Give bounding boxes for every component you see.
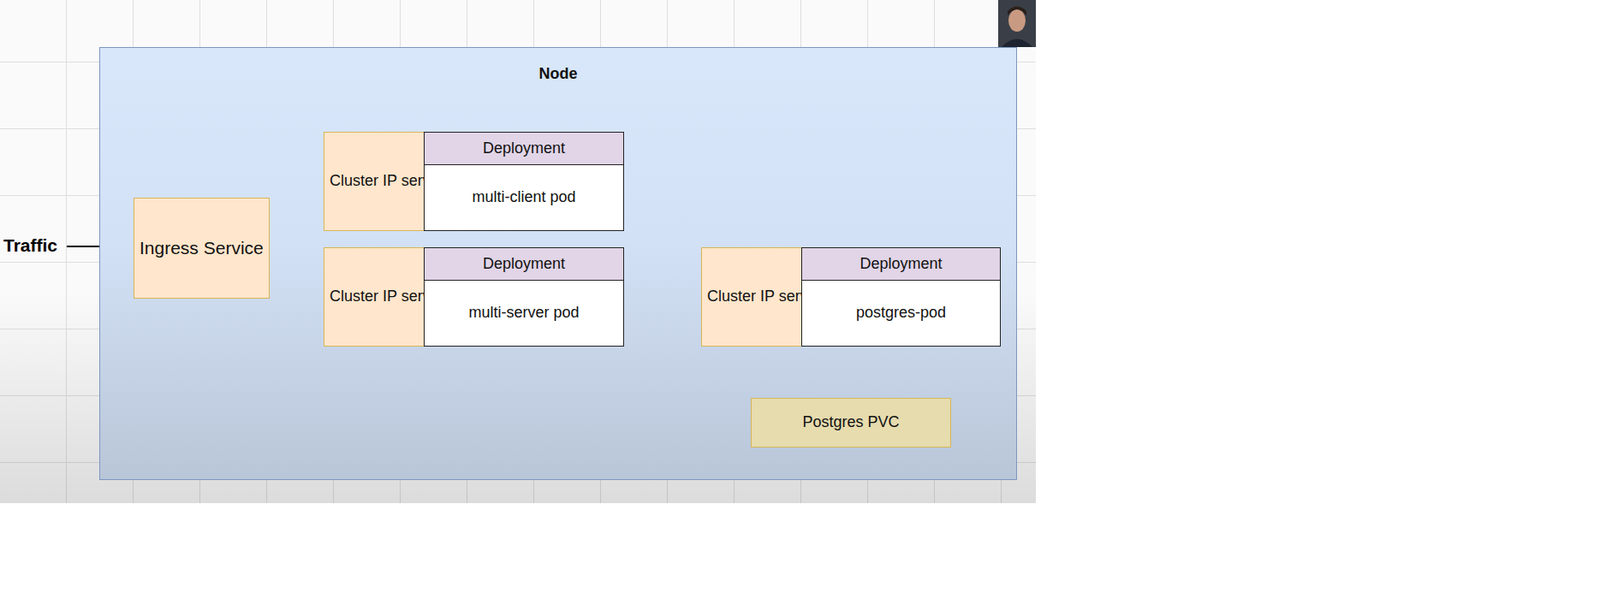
node-region: NodeIngress ServiceCluster IP serviceDep… [99, 47, 1018, 481]
box-label: multi-server pod [468, 303, 579, 323]
deployment-header: Deployment [802, 248, 1000, 281]
box-label: Deployment [859, 255, 942, 274]
ingress-box: Ingress Service [133, 197, 270, 299]
pod-body: multi-server pod [424, 280, 624, 346]
pod-body: postgres-pod [802, 280, 1000, 346]
box-label: Deployment [482, 139, 566, 159]
webcam-thumbnail [998, 0, 1036, 48]
volume-claim-box: Postgres PVC [750, 398, 952, 448]
box-label: Ingress Service [139, 237, 264, 259]
deployment-header: Deployment [424, 248, 624, 281]
box-label: Deployment [482, 255, 566, 274]
deployment-header: Deployment [424, 132, 624, 166]
deployment-box: Deployment multi-server pod [423, 247, 625, 347]
box-label: Postgres PVC [802, 413, 899, 433]
deployment-box: Deployment multi-client pod [423, 131, 625, 232]
box-label: multi-client pod [471, 188, 576, 208]
deployment-box: Deployment postgres-pod [801, 247, 1001, 347]
traffic-label: Traffic [3, 235, 58, 256]
box-label: Node [100, 65, 1017, 84]
box-label: postgres-pod [856, 303, 946, 323]
pod-body: multi-client pod [424, 165, 624, 231]
